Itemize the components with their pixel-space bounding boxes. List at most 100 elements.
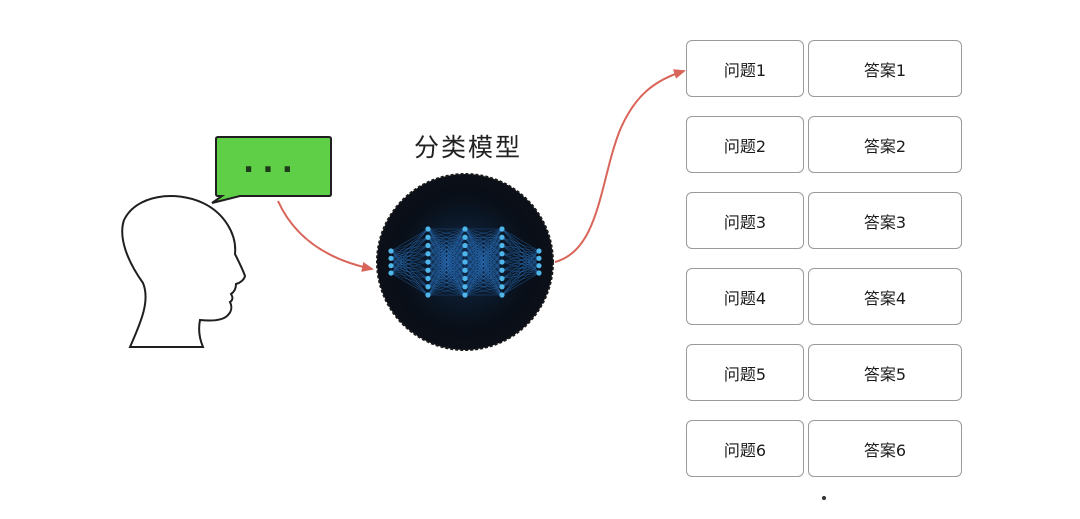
network-edge: [390, 237, 429, 274]
network-node: [499, 242, 505, 249]
network-node: [462, 267, 468, 273]
network-edge: [501, 265, 540, 271]
network-edge: [464, 228, 503, 296]
network-node: [425, 292, 431, 298]
network-edge: [427, 228, 466, 254]
network-node: [499, 251, 505, 257]
network-edge: [427, 228, 466, 263]
network-edge: [501, 237, 540, 274]
network-edge: [501, 250, 540, 271]
answer-box: 答案4: [808, 268, 962, 325]
network-edge: [390, 258, 429, 279]
network-edge: [464, 237, 503, 296]
network-edge: [501, 250, 540, 255]
network-node: [425, 259, 431, 265]
network-node: [425, 267, 431, 273]
network-edge: [501, 236, 540, 259]
network-node: [499, 226, 505, 232]
network-edge: [427, 228, 466, 296]
network-edge: [501, 250, 540, 279]
network-node: [499, 284, 505, 290]
network-edge: [390, 258, 429, 287]
question-box: 问题4: [686, 268, 804, 325]
network-node: [499, 259, 505, 265]
network-edge: [427, 228, 466, 271]
network-edge: [390, 258, 429, 263]
network-node: [425, 275, 431, 282]
network-node: [462, 226, 468, 232]
network-edge: [501, 265, 540, 279]
network-edge: [390, 265, 429, 279]
answer-box: 答案2: [808, 116, 962, 173]
network-edge: [427, 228, 466, 287]
network-node: [388, 255, 394, 261]
network-edge: [390, 272, 429, 288]
network-edge: [501, 245, 540, 259]
network-edge: [390, 265, 429, 288]
network-edge: [464, 228, 503, 287]
network-edge: [464, 228, 503, 263]
network-node: [388, 270, 394, 276]
network-node: [536, 248, 542, 254]
network-node: [462, 242, 468, 249]
person-head-icon: [121, 195, 247, 348]
network-edges: [390, 228, 540, 296]
network-edge: [427, 245, 466, 296]
network-node: [425, 284, 431, 290]
answer-box: 答案3: [808, 192, 962, 249]
network-edge: [501, 245, 540, 274]
network-node: [499, 292, 505, 298]
network-edge: [390, 245, 429, 252]
network-edge: [390, 236, 429, 259]
network-nodes: [388, 226, 542, 298]
network-edge: [390, 253, 429, 259]
network-edge: [501, 261, 540, 274]
small-dot: [822, 496, 826, 500]
network-edge: [390, 250, 429, 271]
network-edge: [464, 228, 503, 271]
network-edge: [501, 237, 540, 266]
question-box: 问题5: [686, 344, 804, 401]
network-node: [499, 275, 505, 282]
network-node: [499, 267, 505, 273]
network-edge: [390, 253, 429, 266]
network-edge: [464, 286, 503, 296]
speech-bubble-text: ...: [243, 145, 301, 180]
network-edge: [464, 270, 503, 296]
network-edge: [501, 245, 540, 266]
network-node: [388, 248, 394, 254]
network-edge: [464, 253, 503, 296]
network-edge: [427, 278, 466, 296]
network-edge: [501, 250, 540, 287]
network-edge: [390, 228, 429, 252]
network-edge: [464, 261, 503, 296]
network-edge: [390, 250, 429, 296]
network-node: [462, 251, 468, 257]
network-edge: [390, 261, 429, 266]
network-node: [462, 292, 468, 298]
network-node: [536, 270, 542, 276]
network-node: [536, 263, 542, 269]
network-edge: [501, 245, 540, 252]
network-edge: [390, 258, 429, 271]
network-edge: [501, 265, 540, 288]
network-edge: [501, 228, 540, 274]
network-edge: [390, 272, 429, 296]
network-edge: [427, 237, 466, 296]
network-edge: [390, 245, 429, 274]
answer-box: 答案1: [808, 40, 962, 97]
network-edge: [501, 272, 540, 288]
network-edge: [501, 269, 540, 274]
network-edge: [390, 236, 429, 252]
network-edge: [501, 258, 540, 296]
network-edge: [501, 261, 540, 266]
network-edge: [390, 258, 429, 296]
network-edge: [464, 228, 503, 254]
network-node: [462, 284, 468, 290]
